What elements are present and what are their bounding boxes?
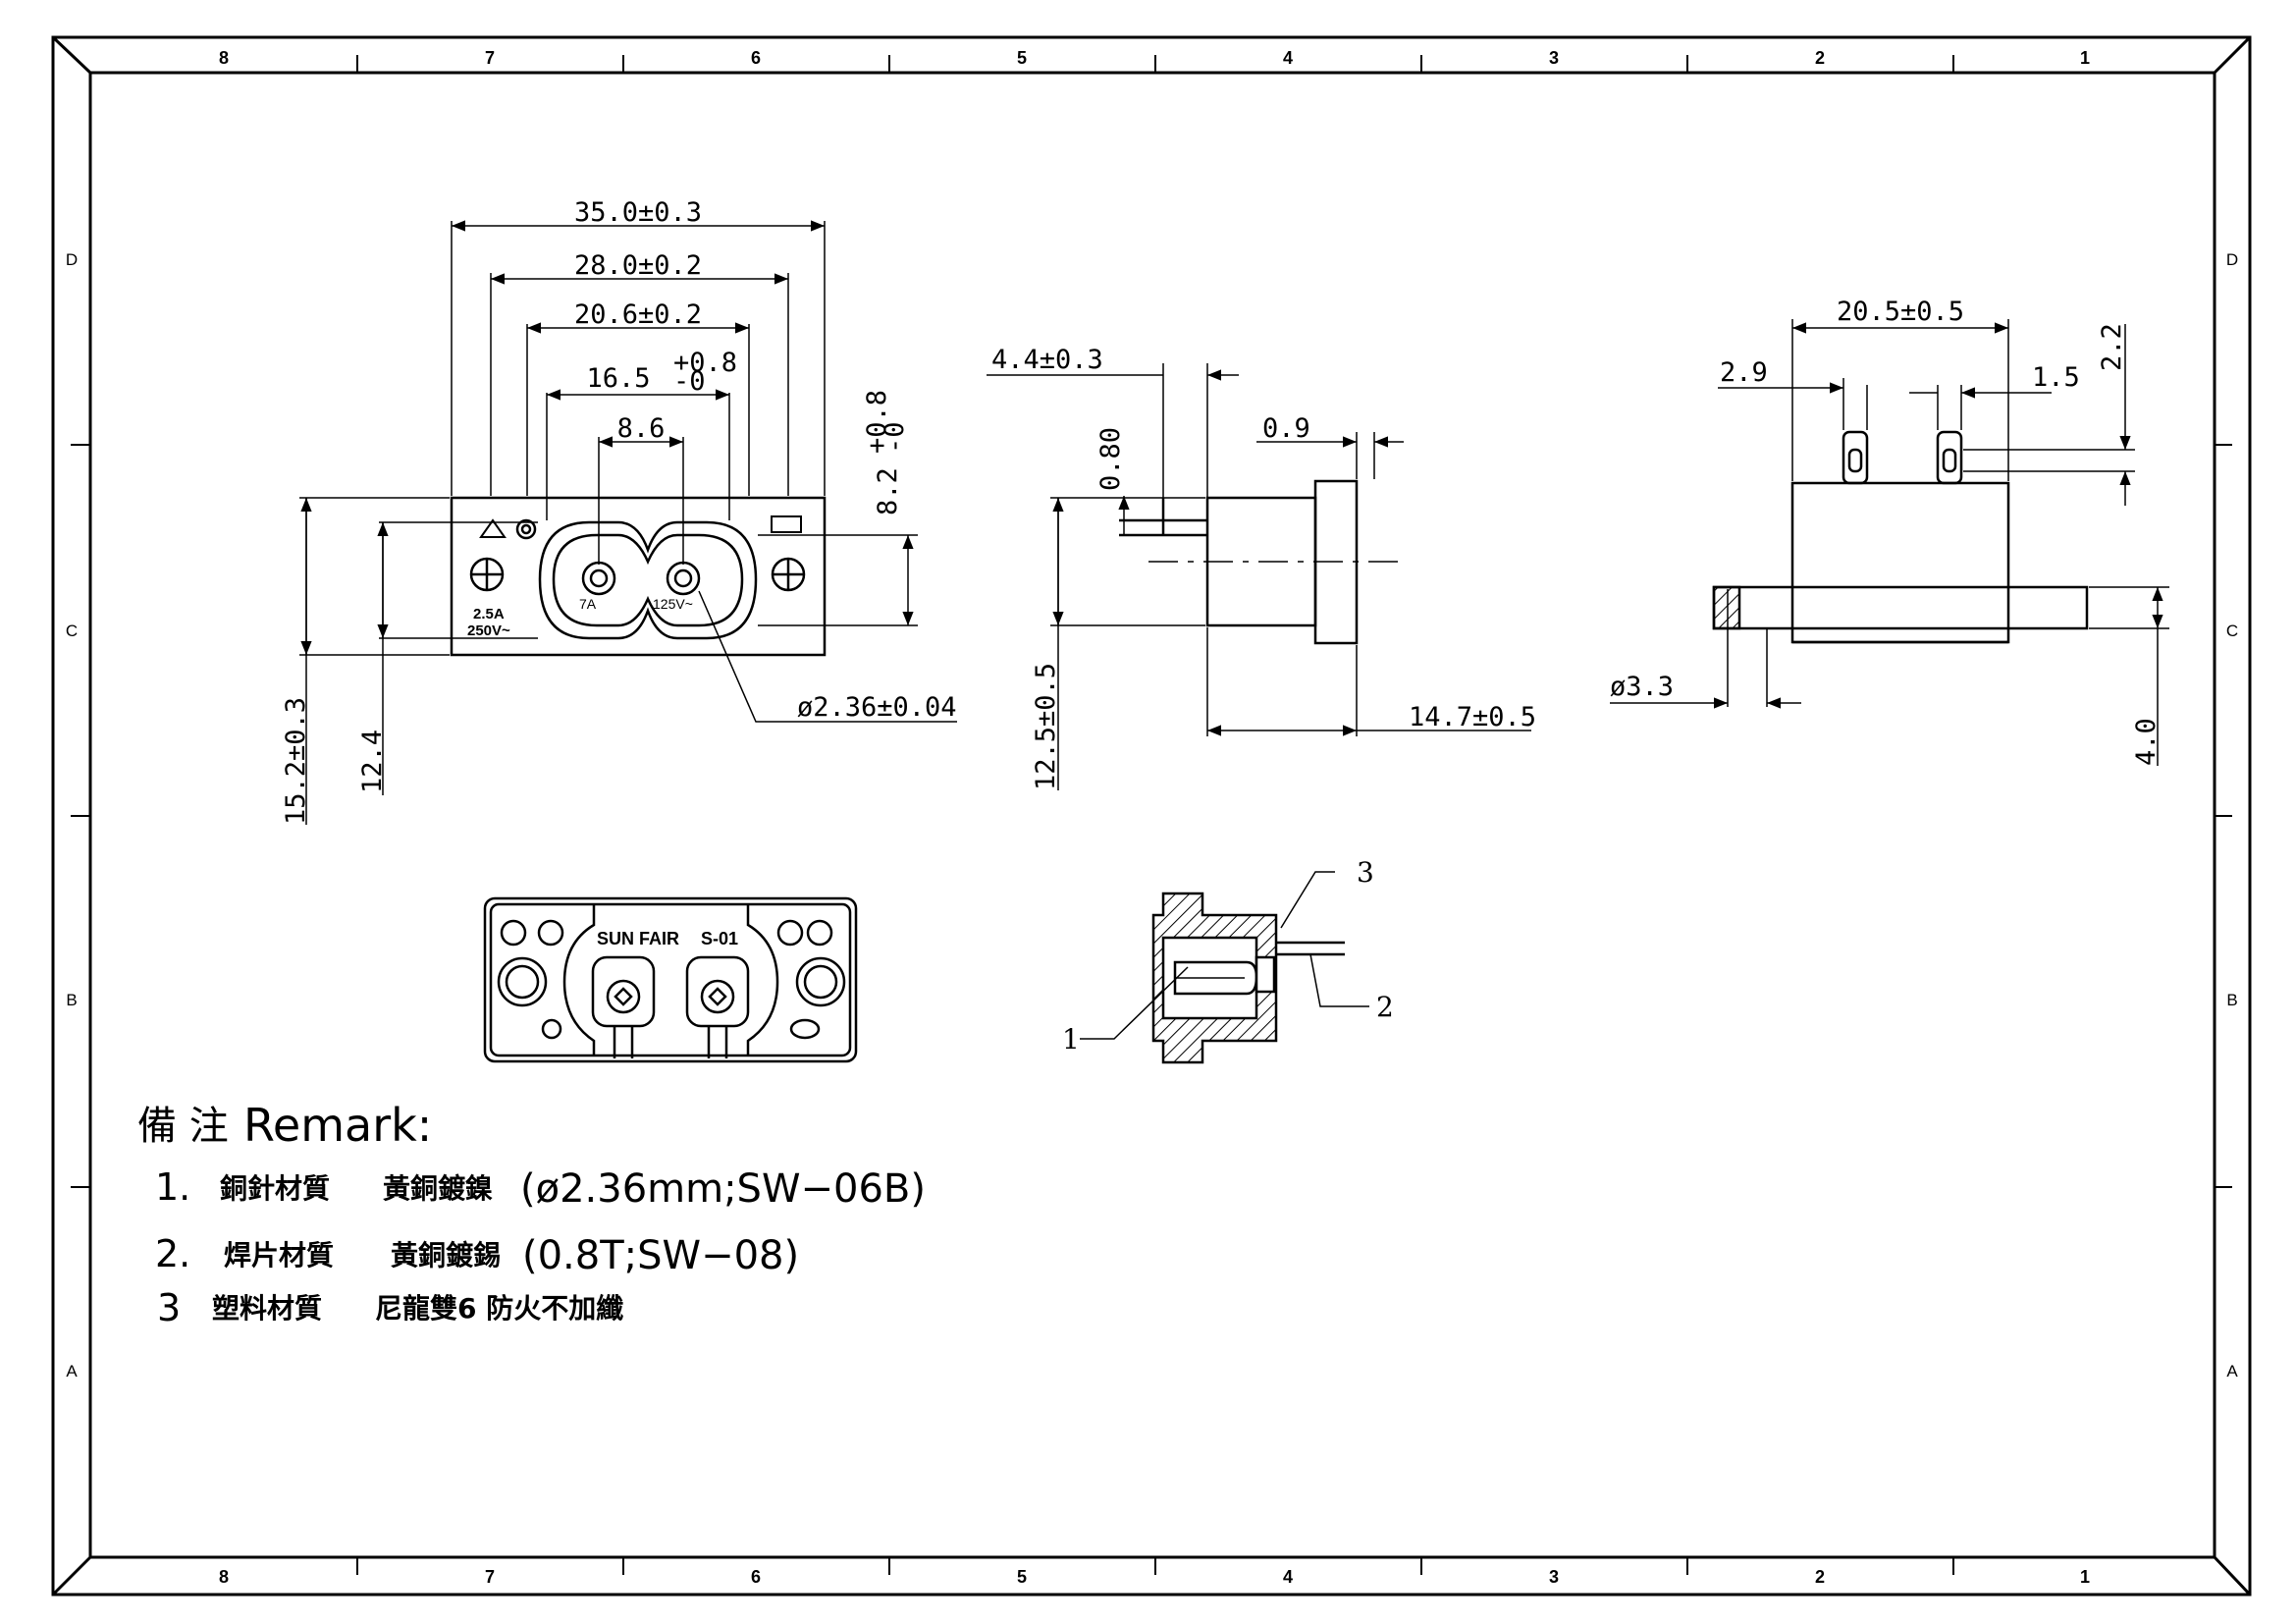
dim-overall-height: 15.2±0.3: [281, 697, 311, 825]
dim-socket-tol-plus: +0.8: [673, 348, 737, 378]
dim-overall-width: 35.0±0.3: [574, 197, 702, 228]
zone-columns-top: 8 7 6 5 4 3 2 1: [219, 48, 2090, 68]
remark-1-material: 黃銅鍍鎳: [383, 1172, 493, 1205]
dim-tab-height: 2.2: [2097, 323, 2127, 371]
top-view-dim-text: 20.5±0.5 2.9 1.5 ø3.3 2.2 4.0: [1610, 297, 2162, 766]
pin-rating-left: 7A: [579, 596, 597, 612]
zone-columns-bottom: 8 7 6 5 4 3 2 1: [219, 1567, 2090, 1587]
dim-socket-height-tol-minus: -0: [880, 421, 910, 454]
side-view-dim-text: 4.4±0.3 0.9 14.7±0.5 0.80 12.5±0.5: [991, 345, 1536, 790]
remark-2-spec: (0.8T;SW−08): [522, 1233, 799, 1278]
front-view-dimensions: [299, 220, 957, 825]
zone-col-label: 5: [1017, 1567, 1027, 1587]
zone-row-label: B: [66, 991, 77, 1009]
remark-2-num: 2.: [155, 1232, 190, 1275]
remark-3-label: 塑料材質: [212, 1292, 322, 1325]
remark-3-material: 尼龍雙6 防火不加纖: [375, 1292, 623, 1325]
dim-hole-diameter: ø3.3: [1610, 672, 1674, 702]
remarks: 備 注 Remark: 1. 銅針材質 黃銅鍍鎳 (ø2.36mm;SW−06B…: [137, 1099, 926, 1329]
zone-col-label: 8: [219, 48, 229, 68]
zone-col-label: 6: [751, 48, 761, 68]
pin-rating-right: 125V~: [653, 596, 693, 612]
rating-current: 2.5A: [473, 606, 505, 623]
zone-col-label: 8: [219, 1567, 229, 1587]
drawing-frame: [51, 35, 2252, 1597]
dim-flange-width: 28.0±0.2: [574, 250, 702, 281]
callout-1: 1: [1062, 1023, 1080, 1056]
zone-ticks: [71, 55, 2232, 1575]
zone-row-label: C: [66, 622, 78, 640]
zone-col-label: 7: [485, 1567, 495, 1587]
zone-col-label: 4: [1283, 48, 1293, 68]
remarks-heading-cn: 備 注: [137, 1104, 229, 1149]
front-view-dim-text: 35.0±0.3 28.0±0.2 20.6±0.2 16.5 +0.8 -0 …: [281, 197, 957, 825]
zone-col-label: 7: [485, 48, 495, 68]
remark-1-spec: (ø2.36mm;SW−06B): [520, 1166, 926, 1212]
remarks-heading-en: Remark:: [243, 1099, 432, 1152]
front-view-markings: 2.5A 250V~ 7A 125V~: [467, 596, 693, 639]
dim-socket-height-tol-plus: +0.8: [862, 390, 892, 454]
front-view: [450, 496, 827, 657]
zone-row-label: B: [2226, 991, 2237, 1009]
top-view-dimensions: [1610, 319, 2169, 766]
section-callouts: [1080, 871, 1369, 1040]
dim-left-offset: 2.9: [1720, 357, 1768, 388]
dim-socket-width: 16.5: [586, 363, 650, 394]
rear-view-labels: SUN FAIR S-01: [597, 929, 738, 948]
remark-2-label: 焊片材質: [224, 1239, 334, 1272]
dim-right-offset: 1.5: [2032, 362, 2080, 393]
top-view: [1712, 430, 2089, 644]
side-view: [1119, 479, 1404, 645]
rating-voltage: 250V~: [467, 623, 510, 639]
zone-col-label: 4: [1283, 1567, 1293, 1587]
callout-2: 2: [1376, 991, 1394, 1023]
rear-view: [483, 896, 858, 1063]
zone-rows: D C B A D C B A: [66, 250, 2238, 1380]
rear-model-label: S-01: [701, 929, 738, 948]
remark-1-label: 銅針材質: [220, 1172, 330, 1205]
zone-row-label: D: [2226, 250, 2238, 269]
dim-pin-pitch: 8.6: [617, 413, 666, 444]
dim-side-height: 12.5±0.5: [1031, 663, 1061, 790]
rear-brand-label: SUN FAIR: [597, 929, 679, 948]
remark-1-num: 1.: [155, 1165, 190, 1209]
zone-col-label: 2: [1815, 1567, 1825, 1587]
callout-3: 3: [1357, 856, 1374, 889]
remark-3-num: 3: [157, 1286, 181, 1329]
zone-col-label: 6: [751, 1567, 761, 1587]
section-view: [1151, 892, 1345, 1064]
zone-col-label: 2: [1815, 48, 1825, 68]
zone-row-label: C: [2226, 622, 2238, 640]
zone-col-label: 1: [2080, 48, 2090, 68]
side-view-dimensions: [987, 363, 1531, 790]
zone-col-label: 3: [1549, 48, 1559, 68]
dim-flange-height: 4.0: [2131, 718, 2162, 766]
dim-socket-tol-minus: -0: [673, 366, 706, 397]
zone-row-label: A: [2226, 1362, 2238, 1380]
zone-col-label: 3: [1549, 1567, 1559, 1587]
zone-row-label: D: [66, 250, 78, 269]
dim-terminal-thickness: 0.80: [1095, 427, 1126, 491]
remark-2-material: 黃銅鍍錫: [391, 1239, 501, 1272]
zone-col-label: 5: [1017, 48, 1027, 68]
dim-pin-diameter: ø2.36±0.04: [797, 692, 957, 723]
dim-depth: 14.7±0.5: [1409, 702, 1536, 732]
dim-pin-offset: 4.4±0.3: [991, 345, 1103, 375]
dim-body-height: 12.4: [357, 730, 388, 793]
dim-socket-height: 8.2: [873, 467, 903, 515]
zone-row-label: A: [66, 1362, 78, 1380]
dim-top-width: 20.5±0.5: [1837, 297, 1964, 327]
dim-flange-thickness: 0.9: [1262, 413, 1310, 444]
section-callout-text: 1 2 3: [1062, 856, 1394, 1056]
zone-col-label: 1: [2080, 1567, 2090, 1587]
dim-body-width: 20.6±0.2: [574, 299, 702, 330]
